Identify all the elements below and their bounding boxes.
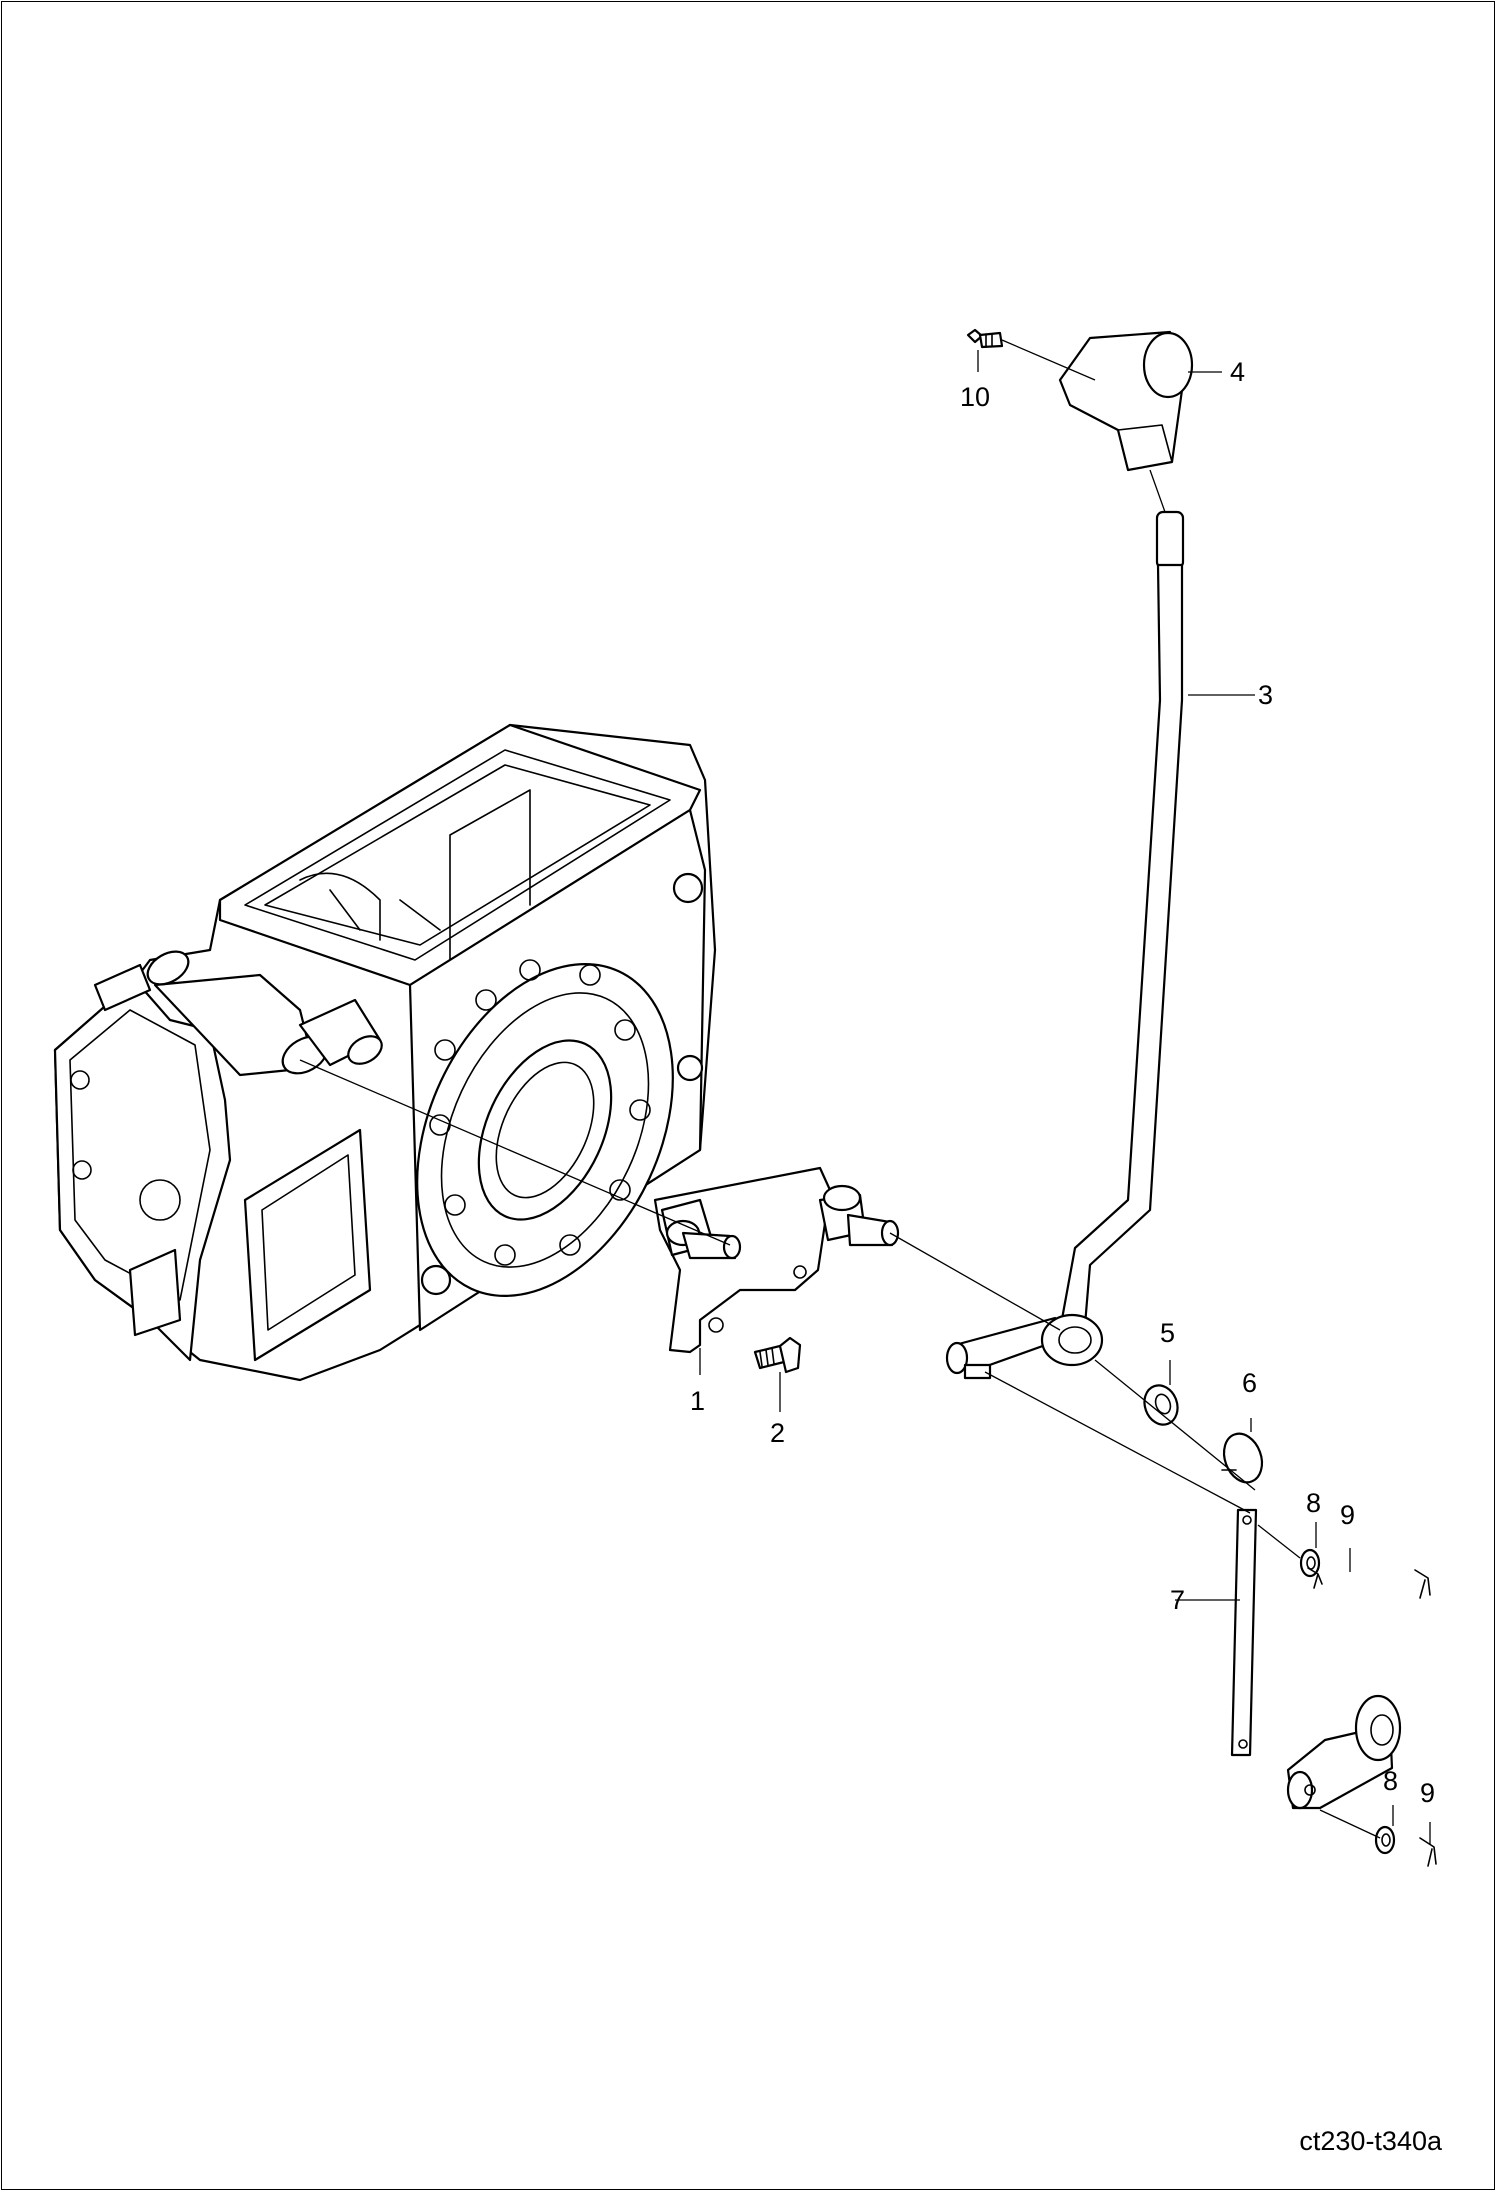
assembly-lines xyxy=(299,339,1431,1845)
transmission-housing xyxy=(53,723,717,1382)
callout-labels: 1 2 3 4 5 6 7 8 9 8 9 10 xyxy=(690,357,1435,1808)
callout-7: 7 xyxy=(1170,1585,1185,1615)
callout-9-lower: 9 xyxy=(1420,1778,1435,1808)
bracket-part-1 xyxy=(653,1166,900,1354)
link-part-7 xyxy=(1230,1508,1258,1757)
washer-part-8 xyxy=(1299,1548,1396,1855)
callout-8-lower: 8 xyxy=(1383,1766,1398,1796)
callout-6: 6 xyxy=(1242,1368,1257,1398)
screw-part-10 xyxy=(966,328,1004,349)
callout-10: 10 xyxy=(960,382,990,412)
knob-part-4 xyxy=(1058,330,1194,472)
callout-1: 1 xyxy=(690,1386,705,1416)
lower-arm xyxy=(1286,1694,1402,1810)
callout-4: 4 xyxy=(1230,357,1245,387)
callout-5: 5 xyxy=(1160,1318,1175,1348)
callout-8-upper: 8 xyxy=(1306,1488,1321,1518)
callout-3: 3 xyxy=(1258,680,1273,710)
callout-2: 2 xyxy=(770,1418,785,1448)
cotter-pin-part-9 xyxy=(1307,1567,1437,1867)
snap-ring-part-6 xyxy=(1221,1432,1264,1484)
drawing-code: ct230-t340a xyxy=(1299,2126,1442,2156)
bolt-part-2 xyxy=(753,1336,802,1374)
callout-9-upper: 9 xyxy=(1340,1500,1355,1530)
washer-part-5 xyxy=(1143,1384,1179,1426)
lever-rod-part-3 xyxy=(945,510,1185,1380)
